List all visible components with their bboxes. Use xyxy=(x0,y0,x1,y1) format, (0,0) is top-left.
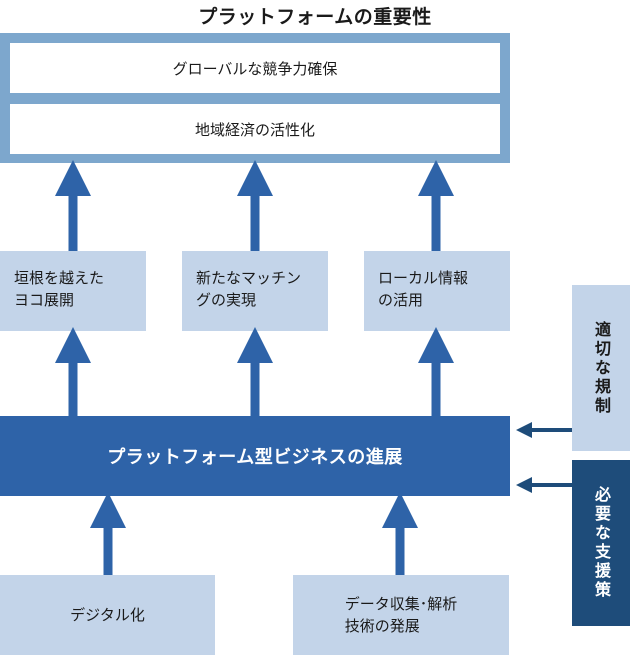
driver-digitalization: デジタル化 xyxy=(0,575,215,655)
platform-business-progress: プラットフォーム型ビジネスの進展 xyxy=(0,416,510,496)
effect-horizontal-expansion: 垣根を越えた ヨコ展開 xyxy=(0,251,146,331)
effect-new-matching: 新たなマッチン グの実現 xyxy=(182,251,328,331)
driver-data-analysis: データ収集･解析 技術の発展 xyxy=(293,575,509,655)
outcome-global-competitiveness: グローバルな競争力確保 xyxy=(10,43,500,93)
policy-support: 必要な支援策 xyxy=(572,460,630,626)
outcome-regional-economy: 地域経済の活性化 xyxy=(10,104,500,154)
policy-regulation: 適切な規制 xyxy=(572,285,630,451)
diagram-title: プラットフォームの重要性 xyxy=(198,6,432,28)
effect-local-information: ローカル情報 の活用 xyxy=(364,251,510,331)
